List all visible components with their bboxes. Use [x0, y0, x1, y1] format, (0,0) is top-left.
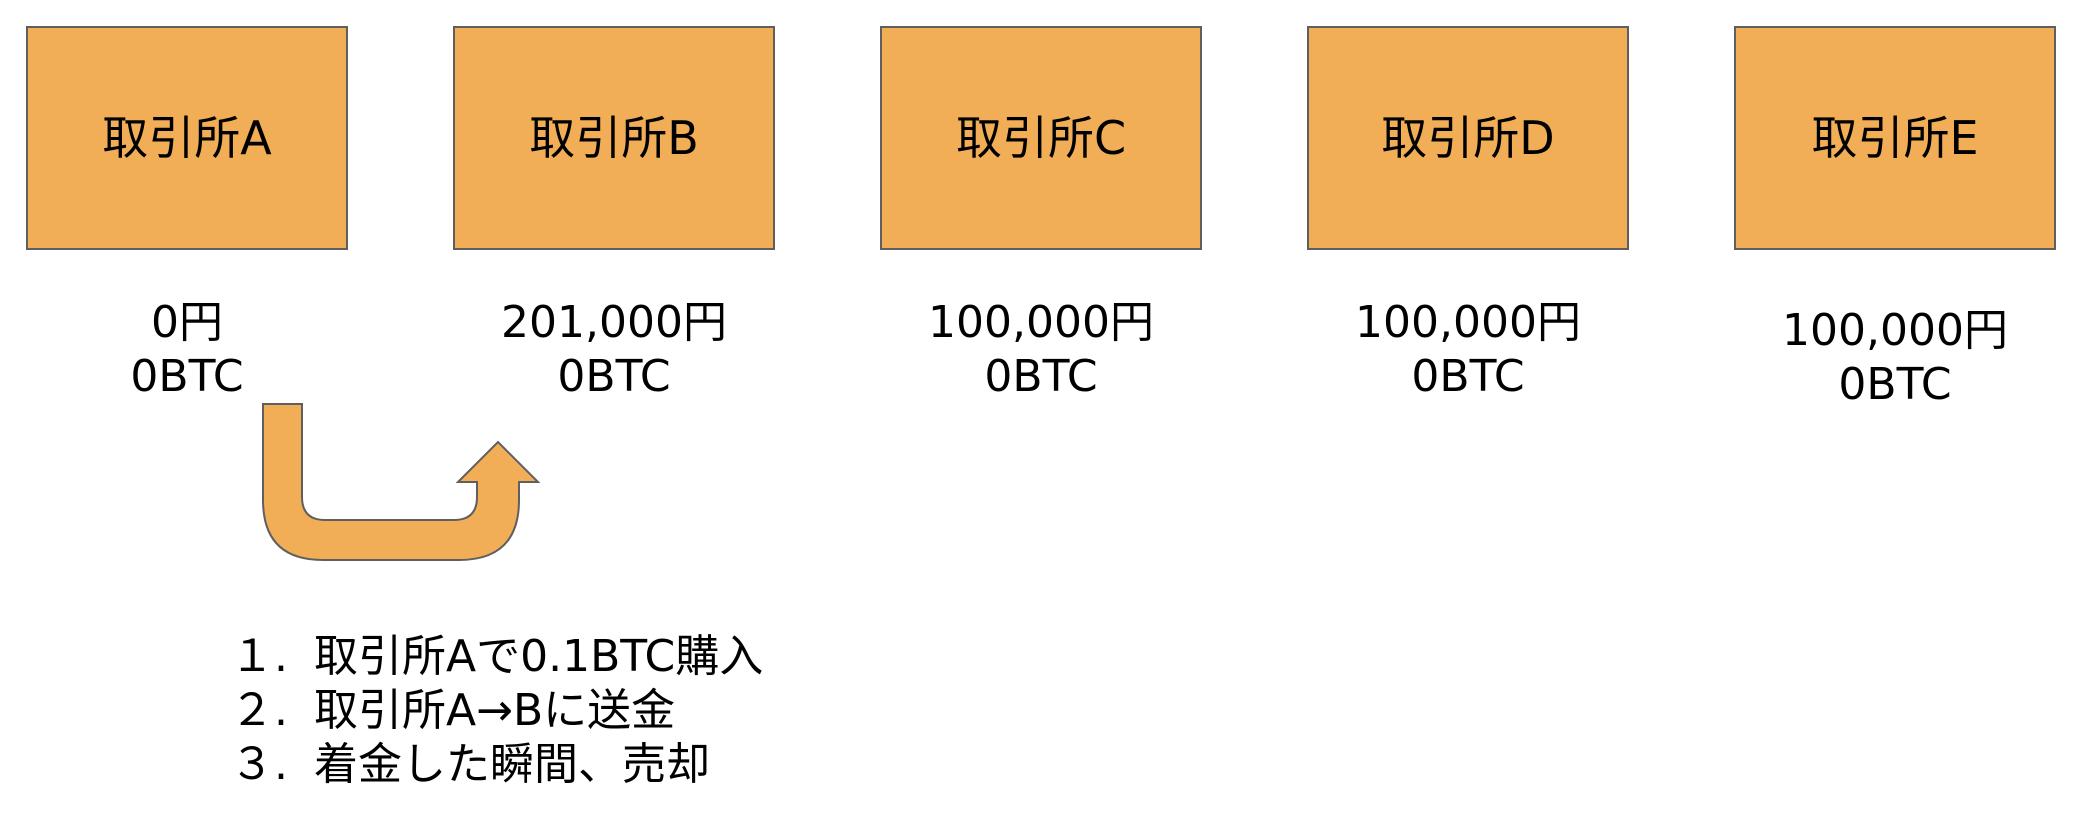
step-text-2: 取引所A→Bに送金	[314, 685, 676, 736]
balance-yen-a: 0円	[151, 297, 223, 348]
exchange-box-e: 取引所E	[1734, 26, 2056, 250]
exchange-box-c: 取引所C	[880, 26, 1202, 250]
balance-btc-b: 0BTC	[557, 351, 671, 402]
exchange-box-b: 取引所B	[453, 26, 775, 250]
exchange-box-a: 取引所A	[26, 26, 348, 250]
balance-d: 100,000円 0BTC	[1307, 296, 1629, 404]
step-text-1: 取引所Aで0.1BTC購入	[314, 631, 764, 682]
balance-yen-b: 201,000円	[501, 297, 727, 348]
balance-btc-d: 0BTC	[1411, 351, 1525, 402]
balance-btc-e: 0BTC	[1838, 359, 1952, 410]
step-item-2: ２. 取引所A→Bに送金	[230, 684, 763, 738]
step-text-3: 着金した瞬間、売却	[314, 739, 710, 790]
step-item-3: ３. 着金した瞬間、売却	[230, 738, 763, 792]
balance-btc-c: 0BTC	[984, 351, 1098, 402]
steps-list: １. 取引所Aで0.1BTC購入 ２. 取引所A→Bに送金 ３. 着金した瞬間、…	[230, 630, 763, 792]
exchange-label-b: 取引所B	[529, 111, 699, 165]
step-item-1: １. 取引所Aで0.1BTC購入	[230, 630, 763, 684]
balance-yen-d: 100,000円	[1355, 297, 1581, 348]
exchange-label-e: 取引所E	[1811, 111, 1979, 165]
balance-a: 0円 0BTC	[26, 296, 348, 404]
balance-btc-a: 0BTC	[130, 351, 244, 402]
balance-c: 100,000円 0BTC	[880, 296, 1202, 404]
balance-yen-c: 100,000円	[928, 297, 1154, 348]
balance-yen-e: 100,000円	[1782, 305, 2008, 356]
step-number-1: １.	[230, 631, 288, 682]
balance-e: 100,000円 0BTC	[1734, 304, 2056, 412]
exchange-label-a: 取引所A	[102, 111, 272, 165]
step-number-3: ３.	[230, 739, 288, 790]
balance-b: 201,000円 0BTC	[453, 296, 775, 404]
exchange-label-d: 取引所D	[1381, 111, 1555, 165]
step-number-2: ２.	[230, 685, 288, 736]
exchange-box-d: 取引所D	[1307, 26, 1629, 250]
exchange-label-c: 取引所C	[955, 111, 1127, 165]
